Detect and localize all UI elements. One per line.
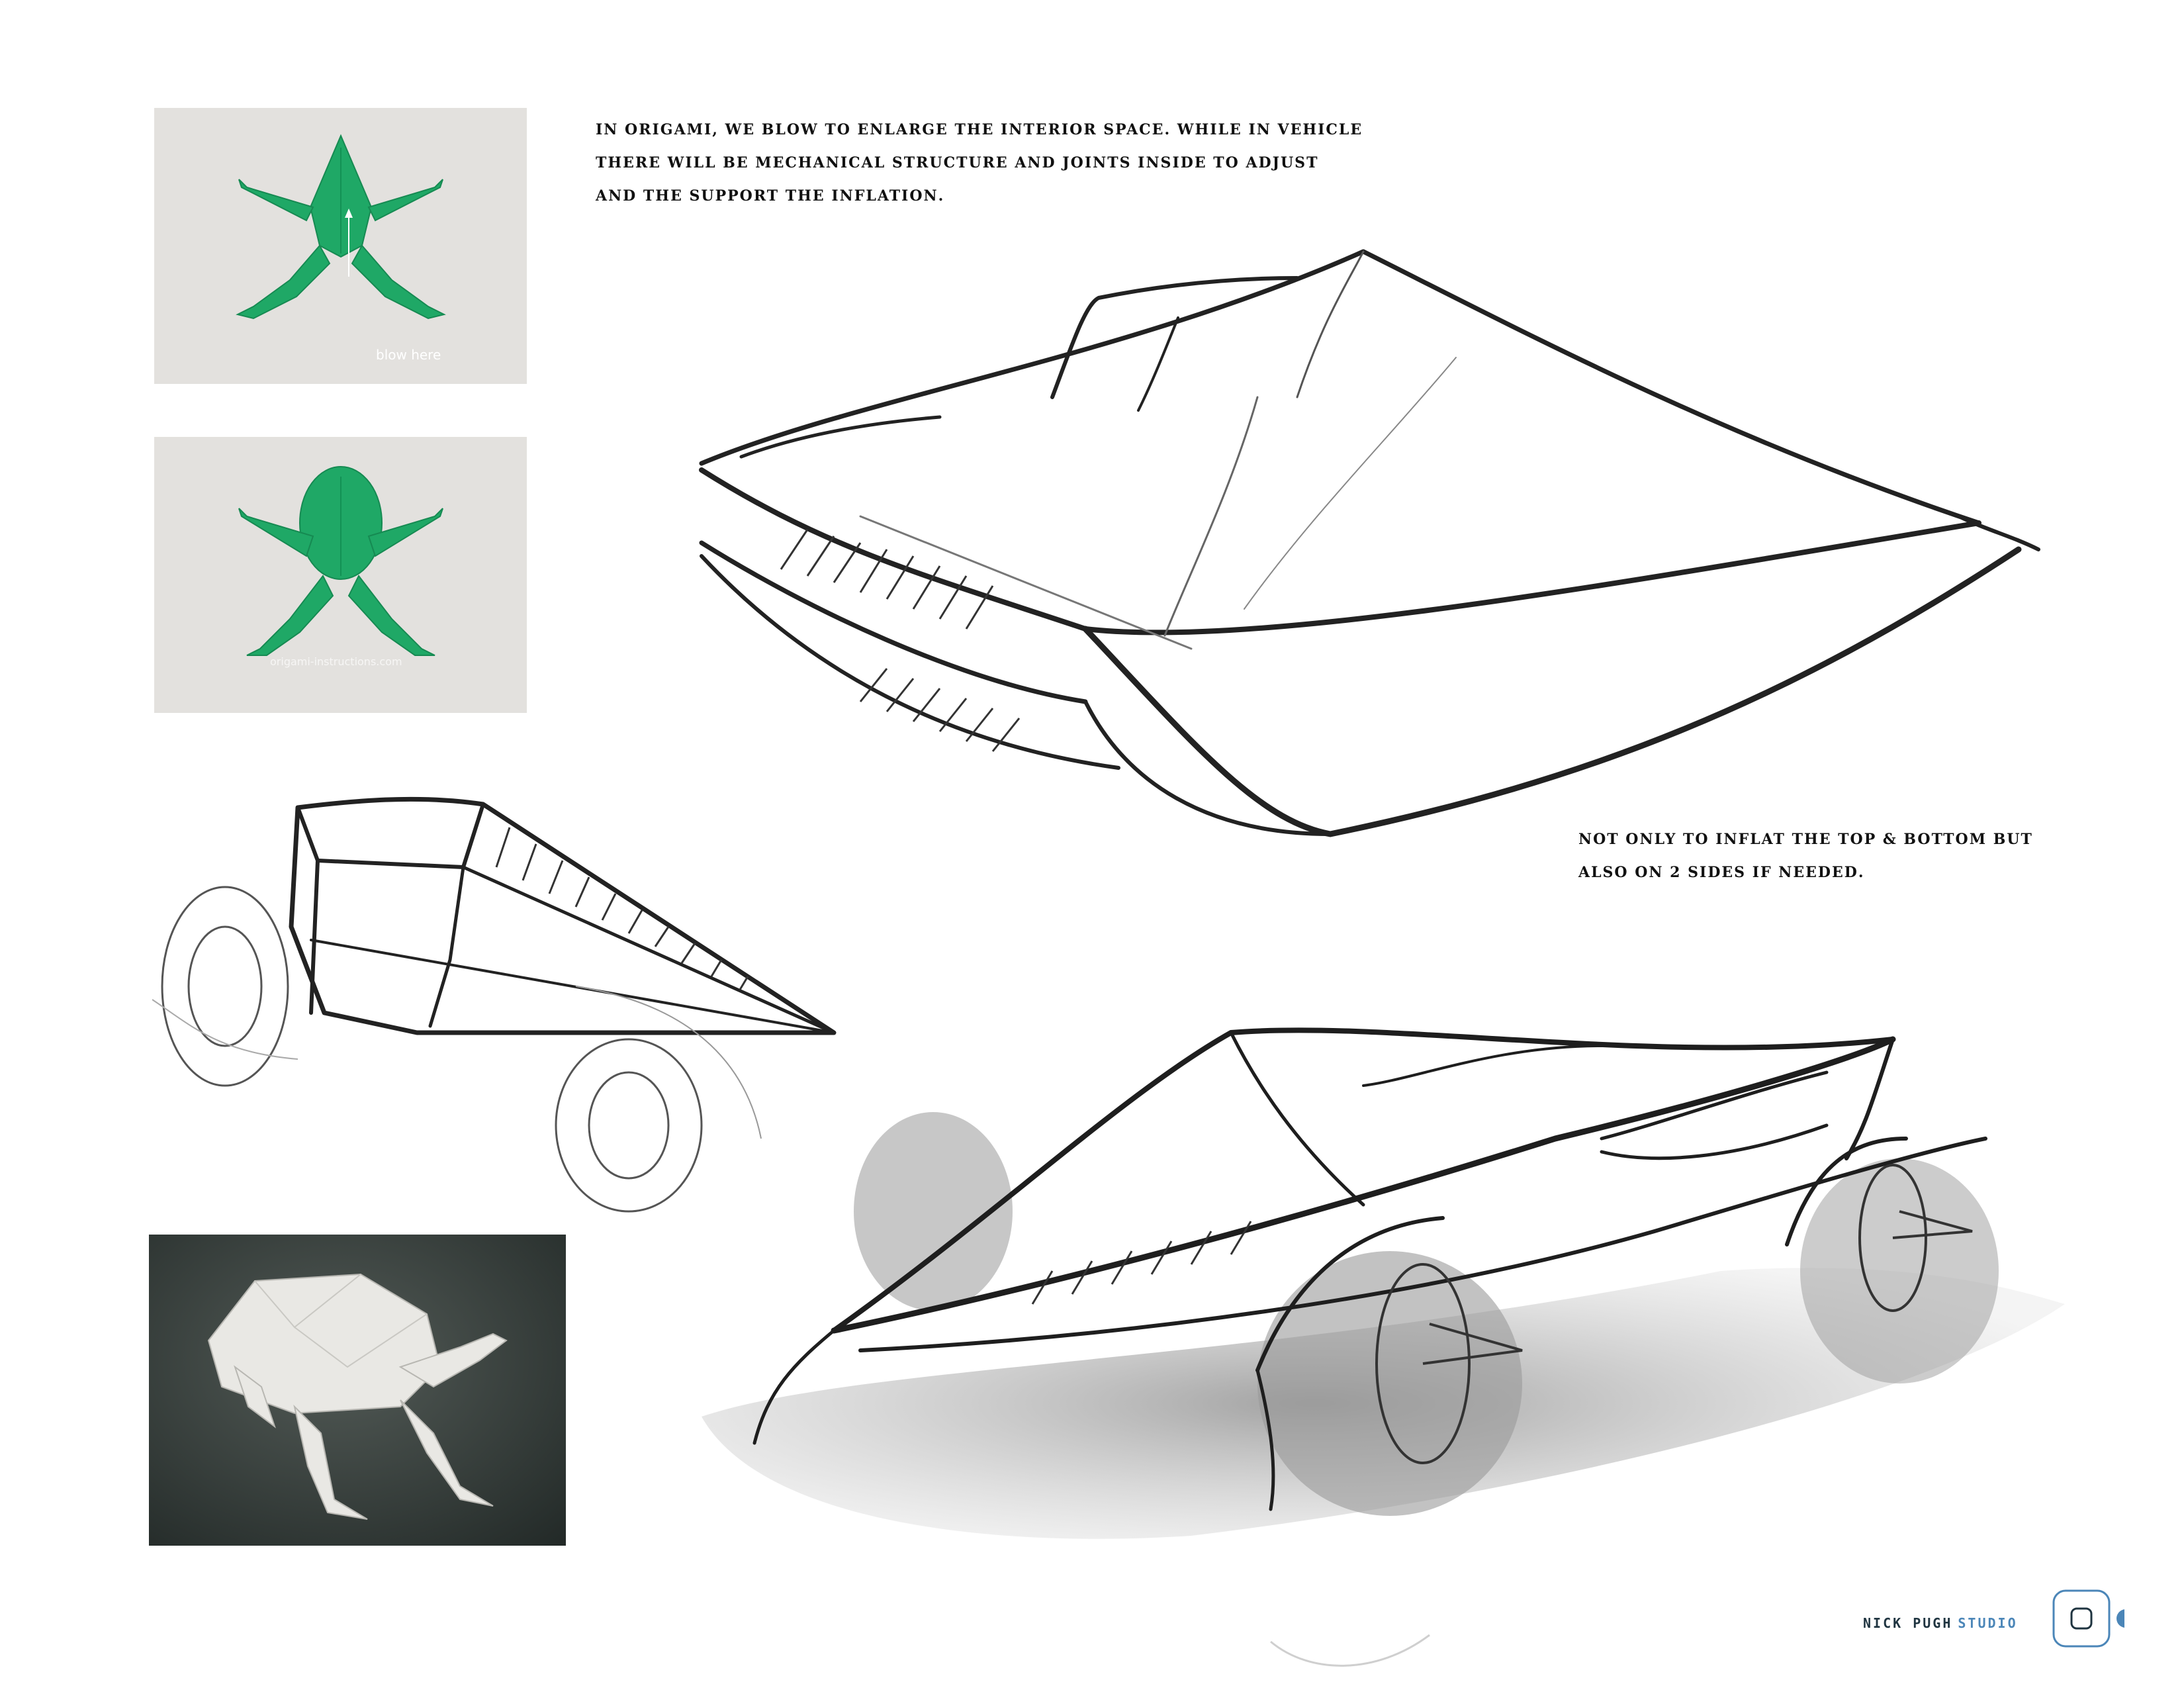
sketch-stray-curve bbox=[1270, 1634, 1430, 1667]
sketch-vehicle-shaded bbox=[702, 1027, 2065, 1539]
frog-flat-figure bbox=[236, 134, 446, 320]
studio-logo-text: NICK PUGH STUDIO bbox=[1863, 1603, 2018, 1643]
sketch-wedge-vehicle bbox=[152, 796, 837, 1213]
paper-frog-figure bbox=[207, 1273, 508, 1520]
watermark-text: origami-instructions.com bbox=[270, 655, 402, 668]
frog-inflated-figure bbox=[238, 466, 443, 656]
studio-logo-icon bbox=[2052, 1589, 2124, 1648]
photo-origami-frog-inflated: origami-instructions.com bbox=[154, 437, 527, 713]
studio-name: NICK PUGH bbox=[1863, 1615, 1953, 1631]
inflate-sides-caption: Not only to inflat the top & bottom but … bbox=[1578, 825, 2033, 882]
blow-here-label: blow here bbox=[376, 347, 441, 363]
origami-inflation-caption: In origami, we blow to enlarge the inter… bbox=[596, 116, 1363, 206]
sketch-vehicle-top bbox=[699, 249, 2040, 837]
photo-paper-frog bbox=[149, 1235, 566, 1546]
photo-origami-frog-flat: blow here bbox=[154, 108, 527, 384]
studio-suffix: STUDIO bbox=[1958, 1615, 2018, 1631]
